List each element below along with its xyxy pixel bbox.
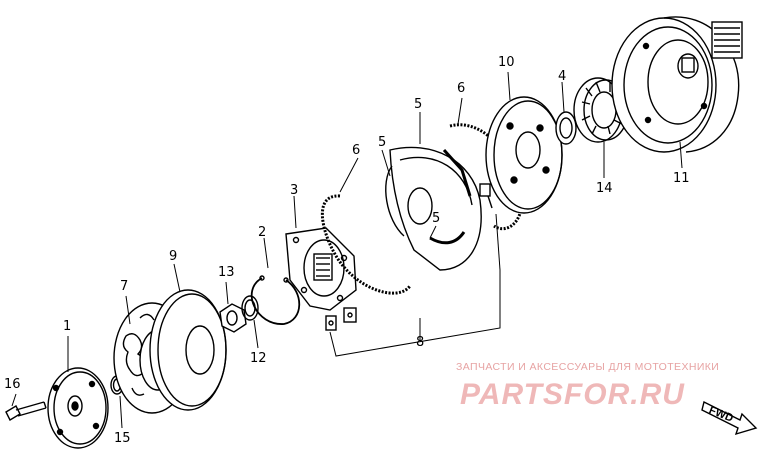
forward-direction-label: FWD xyxy=(707,404,735,425)
forward-direction-arrow: FWD xyxy=(701,400,758,436)
callout-12: 12 xyxy=(250,351,267,366)
callout-15: 15 xyxy=(114,431,131,446)
part-11-clutch-drum xyxy=(611,16,743,153)
callout-7: 7 xyxy=(120,279,128,294)
callout-3: 3 xyxy=(290,183,298,198)
callout-5a: 5 xyxy=(414,97,422,112)
part-16-bolt xyxy=(5,401,47,421)
part-6-spring-left xyxy=(320,194,412,295)
callout-labels: 1 2 3 4 5 5 5 6 6 7 8 9 10 11 12 13 14 1… xyxy=(4,55,690,446)
callout-13: 13 xyxy=(218,265,235,280)
callout-10: 10 xyxy=(498,55,515,70)
watermark: ЗАПЧАСТИ И АКСЕССУАРЫ ДЛЯ МОТОТЕХНИКИ PA… xyxy=(456,361,719,411)
callout-1: 1 xyxy=(63,319,71,334)
callout-9: 9 xyxy=(169,249,177,264)
part-10-plate xyxy=(485,96,563,214)
part-4-washer xyxy=(555,111,577,145)
callout-2: 2 xyxy=(258,225,266,240)
callout-5b: 5 xyxy=(378,135,386,150)
callout-8: 8 xyxy=(416,335,424,350)
part-2-circlip xyxy=(250,275,301,325)
watermark-brand: PARTSFOR.RU xyxy=(460,378,685,411)
callout-11: 11 xyxy=(673,171,690,186)
callout-4: 4 xyxy=(558,69,566,84)
leader-lines xyxy=(11,71,683,429)
callout-14: 14 xyxy=(596,181,613,196)
part-5-shoe-assembly xyxy=(385,146,493,271)
part-14-roller-bearing xyxy=(573,77,629,143)
part-3-back-plate xyxy=(285,227,357,311)
part-9-friction-disc xyxy=(149,289,227,411)
part-1-drive-plate xyxy=(47,367,109,449)
callout-6b: 6 xyxy=(457,81,465,96)
watermark-tagline: ЗАПЧАСТИ И АКСЕССУАРЫ ДЛЯ МОТОТЕХНИКИ xyxy=(456,361,719,373)
callout-6a: 6 xyxy=(352,143,360,158)
callout-5c: 5 xyxy=(432,211,440,226)
callout-16: 16 xyxy=(4,377,21,392)
part-8-clips xyxy=(325,307,357,331)
bracket-8 xyxy=(329,213,501,357)
part-13-nut xyxy=(219,303,247,333)
